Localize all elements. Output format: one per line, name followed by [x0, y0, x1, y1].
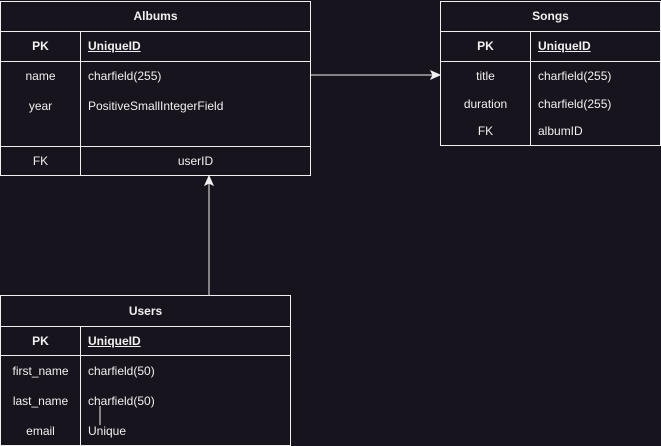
albums-pk-divider [1, 61, 310, 62]
users-title-divider [1, 326, 290, 327]
albums-row-name-key: name [25, 69, 56, 83]
songs-row-title-type: charfield(255) [538, 69, 612, 83]
users-column-divider [80, 326, 81, 446]
users-to-albums-connector[interactable] [203, 174, 215, 295]
albums-row-year-key: year [28, 99, 53, 113]
songs-pk-divider [441, 61, 660, 62]
songs-row-duration-type: charfield(255) [538, 97, 612, 111]
albums-row-name-type: charfield(255) [88, 69, 162, 83]
albums-row-year-type: PositiveSmallIntegerField [88, 99, 224, 113]
songs-title-divider [441, 31, 660, 32]
albums-table-title: Albums [133, 9, 178, 23]
users-table-title: Users [128, 304, 163, 318]
albums-to-songs-connector[interactable] [311, 69, 442, 81]
songs-row-fk-type: albumID [538, 124, 583, 138]
users-pk-label: PK [32, 334, 49, 348]
songs-column-divider [530, 31, 531, 145]
songs-row-duration-key: duration [463, 97, 508, 111]
users-row-first-name-type: charfield(50) [88, 364, 155, 378]
albums-pk-label: PK [32, 39, 49, 53]
songs-row-title-key: title [476, 69, 495, 83]
users-row-email-type: Unique [88, 424, 127, 438]
albums-fk-field: userID [177, 154, 214, 168]
albums-pk-field: UniqueID [88, 39, 141, 53]
users-row-first-name-key: first_name [12, 364, 69, 378]
users-row-last-name-type: charfield(50) [88, 394, 155, 408]
albums-table[interactable]: Albums PK UniqueID name charfield(255) y… [0, 1, 311, 176]
users-table[interactable]: Users PK UniqueID first_name charfield(5… [0, 295, 291, 446]
songs-pk-label: PK [477, 39, 494, 53]
albums-title-divider [1, 31, 310, 32]
users-row-last-name-key: last_name [12, 394, 69, 408]
users-row-email-key: email [26, 424, 55, 438]
songs-pk-field: UniqueID [538, 39, 591, 53]
albums-column-divider [80, 31, 81, 176]
albums-fk-divider [1, 146, 310, 147]
albums-fk-label: FK [32, 154, 49, 168]
songs-row-fk-key: FK [477, 124, 494, 138]
songs-table-title: Songs [532, 9, 569, 23]
users-pk-field: UniqueID [88, 334, 141, 348]
users-pk-divider [1, 355, 290, 356]
